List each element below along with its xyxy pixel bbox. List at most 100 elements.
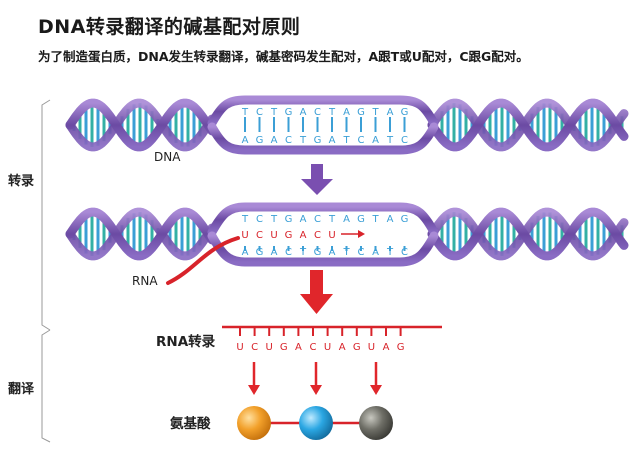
rna-base-letter: U (328, 230, 335, 241)
mrna-arrow (300, 270, 333, 314)
dna-backbone-strand (65, 98, 217, 152)
dna-base-letter: C (256, 107, 263, 118)
rna-exit-strand (166, 236, 240, 285)
dna-open-strand-top (207, 95, 439, 128)
dna-base-letter: T (299, 247, 307, 258)
mrna-base-letter: A (295, 342, 302, 353)
dna-base-letter: C (401, 135, 408, 146)
dna-base-letter: G (285, 107, 293, 118)
amino-acid-chain (237, 406, 393, 440)
dna-backbone-strand (427, 207, 629, 261)
dna-base-letter: T (386, 135, 394, 146)
rna-base-letter: U (241, 230, 248, 241)
translation-arrows (248, 362, 382, 395)
dna-base-letter: C (256, 214, 263, 225)
dna-label: DNA (154, 150, 181, 164)
mrna-base-letter: A (383, 342, 390, 353)
dna-base-letter: C (358, 135, 365, 146)
translation-arrow-head (310, 385, 322, 395)
dna-base-letter: A (242, 247, 249, 258)
mrna-base-letter: C (310, 342, 317, 353)
dna-base-letter: G (357, 107, 365, 118)
dna-base-letter: C (285, 135, 292, 146)
mrna-label: RNA转录 (156, 334, 216, 350)
dna-base-letter: T (241, 107, 249, 118)
stage-label-transcription: 转录 (8, 174, 35, 189)
dna-base-letter: A (343, 107, 350, 118)
mrna-base-letter: A (339, 342, 346, 353)
dna-open-strand-top (207, 202, 439, 237)
dna-base-letter: C (314, 214, 321, 225)
page-title: DNA转录翻译的碱基配对原则 (38, 16, 301, 38)
dna-base-letter: G (357, 214, 365, 225)
dna-base-letter: T (342, 247, 350, 258)
dna-base-letter: T (328, 107, 336, 118)
stage-bracket (41, 99, 51, 443)
rna-base-letter: A (300, 230, 307, 241)
dna-base-letter: G (401, 214, 409, 225)
translation-arrow-head (370, 385, 382, 395)
dna-base-letter: A (271, 247, 278, 258)
dna-backbone-strand (65, 207, 217, 261)
dna-base-letter: T (270, 107, 278, 118)
dna-base-letter: G (256, 135, 264, 146)
dna-backbone-strand (65, 207, 217, 261)
mrna-base-letter: U (266, 342, 273, 353)
dna-backbone-strand (427, 98, 629, 152)
dna-base-letter: C (358, 247, 365, 258)
rna-direction-arrow (341, 230, 365, 238)
amino-acid-label: 氨基酸 (170, 416, 211, 432)
rna-base-letter: C (314, 230, 321, 241)
dna-base-letter: T (270, 214, 278, 225)
dna-base-letter: G (401, 107, 409, 118)
dna-base-letter: A (343, 214, 350, 225)
dna-backbone-strand (427, 207, 629, 261)
dna-base-letter: A (300, 214, 307, 225)
dna-base-letter: C (314, 107, 321, 118)
dna-base-letter: A (242, 135, 249, 146)
dna-open-strand-bottom (207, 122, 439, 155)
amino-acid-ball (237, 406, 271, 440)
dna-base-letter: A (372, 135, 379, 146)
mrna-base-letter: G (353, 342, 361, 353)
dna-base-letter: A (329, 247, 336, 258)
dna-base-letter: G (314, 247, 322, 258)
dna-base-letter: T (342, 135, 350, 146)
mrna-base-letter: U (324, 342, 331, 353)
dna-base-letter: T (386, 247, 394, 258)
dna-base-letter: C (285, 247, 292, 258)
mrna-base-letter: G (397, 342, 405, 353)
page-subtitle: 为了制造蛋白质，DNA发生转录翻译，碱基密码发生配对，A跟T或U配对，C跟G配对… (38, 49, 529, 64)
dna-base-letter: T (299, 135, 307, 146)
rna-base-letter: C (256, 230, 263, 241)
stage-label-translation: 翻译 (8, 382, 35, 397)
dna-base-letter: T (371, 107, 379, 118)
dna-base-letter: A (300, 107, 307, 118)
mrna-base-letter: C (251, 342, 258, 353)
dna-base-letter: A (372, 247, 379, 258)
rna-base-letter: U (270, 230, 277, 241)
dna-base-letter: C (401, 247, 408, 258)
rna-base-letter: G (285, 230, 293, 241)
translation-arrow-head (248, 385, 260, 395)
dna-base-letter: T (371, 214, 379, 225)
dna-backbone-strand (427, 98, 629, 152)
dna-base-letter: A (387, 214, 394, 225)
dna-open-strand-bottom (207, 231, 439, 267)
transcription-arrow (301, 164, 333, 195)
mrna-base-letter: U (368, 342, 375, 353)
mrna-base-letter: U (236, 342, 243, 353)
dna-base-letter: A (387, 107, 394, 118)
dna-base-letter: G (314, 135, 322, 146)
amino-acid-ball (359, 406, 393, 440)
dna-base-letter: G (256, 247, 264, 258)
rna-label: RNA (132, 274, 158, 288)
mrna-base-letter: G (280, 342, 288, 353)
dna-base-letter: G (285, 214, 293, 225)
dna-base-letter: T (241, 214, 249, 225)
dna-base-letter: T (328, 214, 336, 225)
